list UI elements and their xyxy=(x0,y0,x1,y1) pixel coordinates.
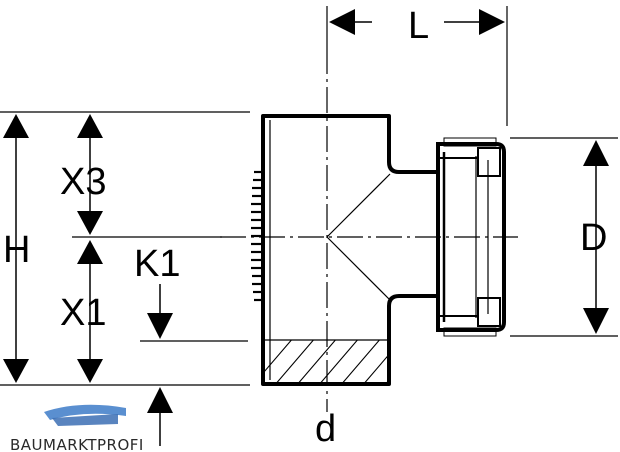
dimension-K1 xyxy=(147,284,173,446)
label-D: D xyxy=(580,217,607,259)
fitting-body xyxy=(261,114,440,386)
label-K1: K1 xyxy=(134,243,180,285)
label-L: L xyxy=(408,5,429,47)
grip-ribs xyxy=(251,170,263,302)
socket-ring xyxy=(436,137,506,337)
dimension-H xyxy=(3,114,29,383)
label-H: H xyxy=(3,229,30,271)
baumarktprofi-logo: BAUMARKTPROFI xyxy=(10,404,144,452)
branch-cone-lines xyxy=(326,173,391,301)
dimension-X3 xyxy=(77,114,103,235)
dimension-D xyxy=(583,140,609,334)
label-X1: X1 xyxy=(60,292,106,334)
logo-roof-icon xyxy=(44,404,126,420)
logo-text: BAUMARKTPROFI xyxy=(10,436,144,452)
extension-lines xyxy=(0,6,618,386)
dimension-L xyxy=(329,9,505,35)
dimension-X1 xyxy=(77,240,103,383)
fitting-outline xyxy=(261,114,440,386)
label-d: d xyxy=(315,408,336,450)
label-X3: X3 xyxy=(60,161,106,203)
hatch-area xyxy=(265,340,387,384)
